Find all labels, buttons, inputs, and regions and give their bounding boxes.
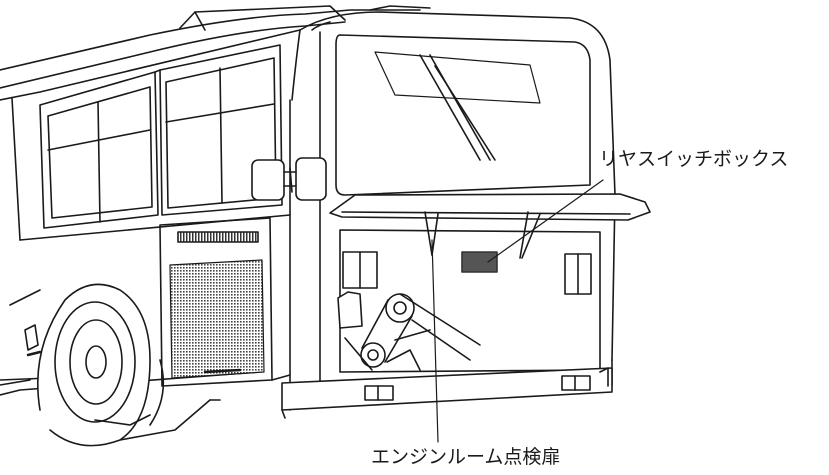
leader-rear-switch-box: [487, 179, 604, 263]
leader-engine-room-door: [431, 239, 439, 443]
rear-view-mirrors: [251, 157, 327, 201]
rear-wheel: [0, 283, 221, 447]
side-vent: [177, 231, 259, 243]
rear-window: [335, 34, 591, 196]
engine-bay: [339, 229, 601, 373]
bus-roof: [0, 5, 431, 89]
radiator-grille: [169, 259, 265, 379]
callout-leaders: [431, 179, 604, 443]
side-windows: [11, 44, 283, 241]
rear-bumper: [281, 367, 613, 419]
label-rear-switch-box: リヤスイッチボックス: [599, 148, 789, 170]
engine-room-door: [329, 193, 651, 259]
rear-switch-box: [461, 251, 498, 273]
engine-belts: [337, 291, 481, 371]
label-engine-room-door: エンジンルーム点検扉: [371, 446, 561, 468]
